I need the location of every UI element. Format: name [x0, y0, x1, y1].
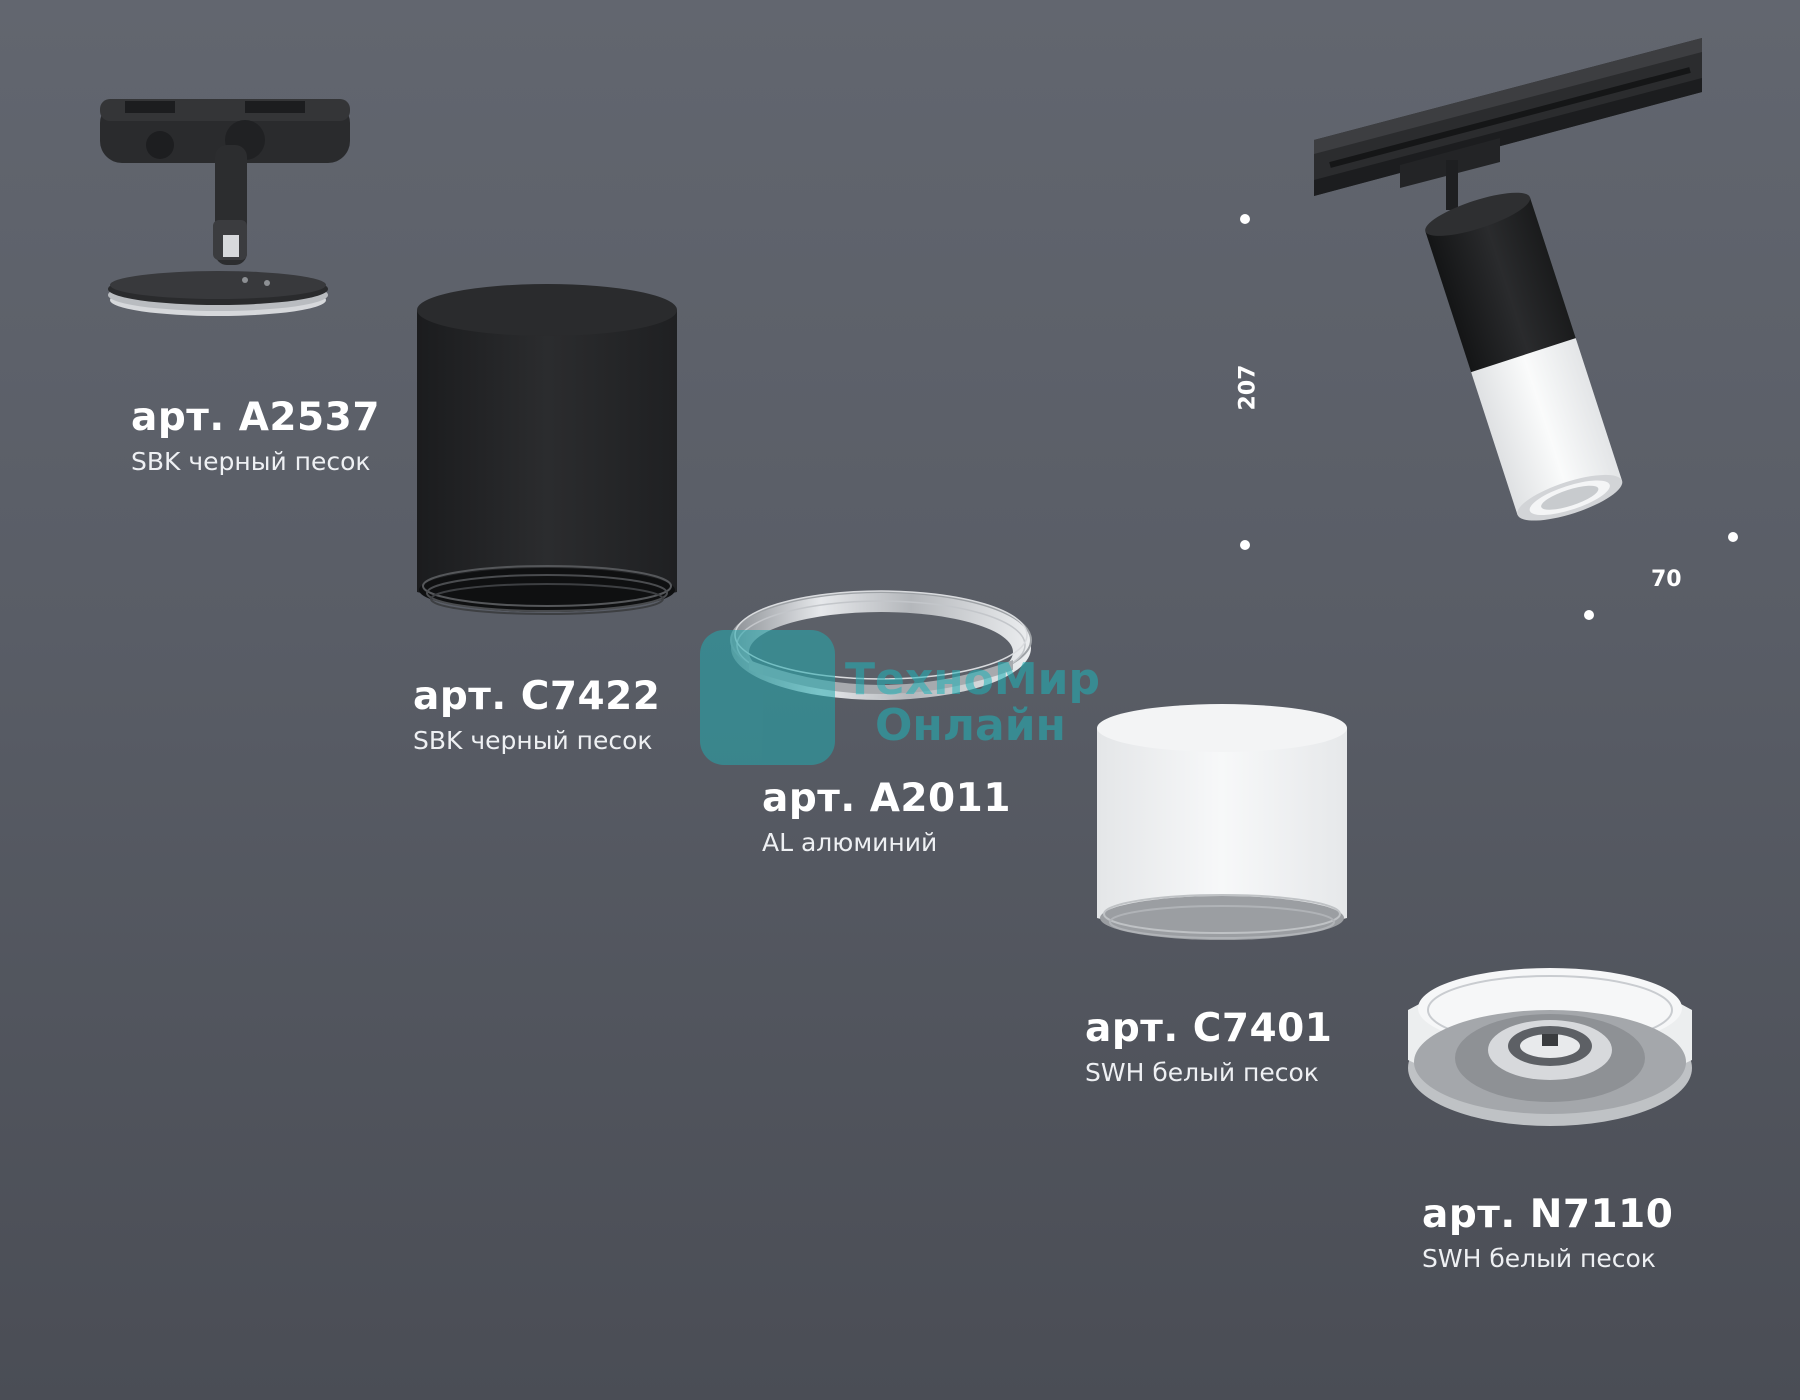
- dimension-height: 207: [1235, 364, 1261, 411]
- dimension-marker: [1584, 610, 1594, 620]
- label-c7401: арт. C7401 SWH белый песок: [1085, 1006, 1332, 1090]
- finish-description: SBK черный песок: [131, 447, 371, 476]
- dimension-marker: [1240, 214, 1250, 224]
- article-number: арт. C7422: [413, 674, 661, 719]
- article-number: арт. C7401: [1085, 1006, 1333, 1051]
- insert-n7110-image: [1408, 968, 1692, 1126]
- dimension-marker: [1728, 532, 1738, 542]
- label-a2011: арт. A2011 AL алюминий: [762, 776, 1011, 860]
- finish-description: SBK черный песок: [413, 726, 653, 755]
- dimension-width: 70: [1651, 567, 1682, 592]
- finish-description: AL алюминий: [762, 828, 938, 857]
- label-c7422: арт. C7422 SBK черный песок: [413, 674, 660, 758]
- article-number: арт. A2537: [131, 395, 380, 440]
- article-number: арт. N7110: [1422, 1192, 1674, 1237]
- dimension-marker: [1240, 540, 1250, 550]
- assembled-spotlight-image: [1314, 38, 1702, 521]
- watermark-logo-icon: [700, 630, 835, 765]
- finish-description: SWH белый песок: [1422, 1244, 1656, 1273]
- adapter-a2537-image: [100, 99, 350, 316]
- finish-description: SWH белый песок: [1085, 1058, 1319, 1087]
- housing-c7401-image: [1097, 704, 1347, 940]
- watermark-line1: ТехноМир: [845, 654, 1100, 705]
- watermark-line2: Онлайн: [875, 700, 1066, 751]
- housing-c7422-image: [417, 284, 677, 615]
- label-n7110: арт. N7110 SWH белый песок: [1422, 1192, 1673, 1276]
- label-a2537: арт. A2537 SBK черный песок: [131, 395, 380, 479]
- watermark: ТехноМир Онлайн: [700, 630, 1120, 770]
- article-number: арт. A2011: [762, 776, 1011, 821]
